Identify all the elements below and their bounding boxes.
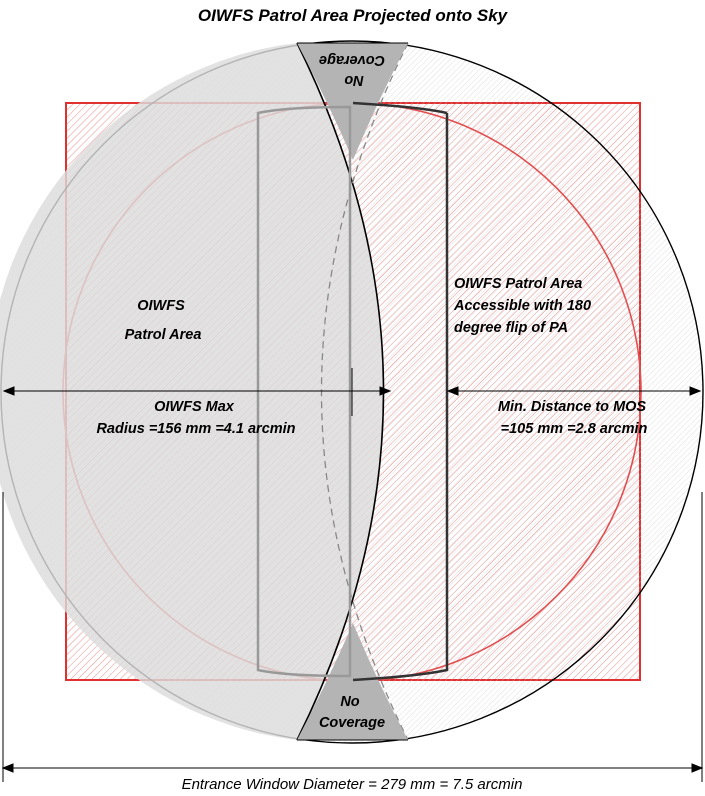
- no-coverage-top-region: [297, 42, 408, 160]
- min-distance-label: Min. Distance to MOS =105 mm =2.8 arcmin: [498, 399, 650, 437]
- no-coverage-top-line-1: No: [344, 72, 363, 88]
- flip-area-line-2: Accessible with 180: [453, 298, 591, 314]
- no-coverage-top-line-2: Coverage: [319, 52, 385, 68]
- entrance-window-arrow: [1, 492, 704, 782]
- patrol-area-label: OIWFS Patrol Area: [125, 298, 202, 343]
- probe-outline-right: [352, 101, 449, 682]
- diagram-title: OIWFS Patrol Area Projected onto Sky: [197, 6, 508, 25]
- patrol-area-line-1: OIWFS: [137, 298, 185, 314]
- no-coverage-bottom-line-1: No: [340, 694, 359, 710]
- max-radius-line-2: Radius =156 mm =4.1 arcmin: [96, 421, 295, 437]
- no-coverage-top-label: No Coverage: [319, 52, 385, 88]
- max-radius-arrow: [2, 368, 392, 416]
- min-distance-line-2: =105 mm =2.8 arcmin: [501, 421, 648, 437]
- svg-text:No Coverage: No Coverage: [319, 52, 385, 88]
- max-radius-line-1: OIWFS Max: [154, 399, 235, 415]
- flip-arc-dashed: [320, 42, 409, 741]
- flip-area-line-3: degree flip of PA: [454, 320, 568, 336]
- no-coverage-bottom-region: [297, 623, 408, 741]
- flip-area-line-1: OIWFS Patrol Area: [454, 276, 582, 292]
- flip-area-label: OIWFS Patrol Area Accessible with 180 de…: [453, 276, 595, 336]
- min-distance-arrow: [446, 386, 702, 396]
- no-coverage-bottom-label: No Coverage: [319, 694, 385, 731]
- entrance-window-label: Entrance Window Diameter = 279 mm = 7.5 …: [182, 776, 523, 793]
- min-distance-line-1: Min. Distance to MOS: [498, 399, 647, 415]
- patrol-area-line-2: Patrol Area: [125, 327, 202, 343]
- max-radius-label: OIWFS Max Radius =156 mm =4.1 arcmin: [96, 399, 295, 437]
- no-coverage-bottom-line-2: Coverage: [319, 715, 385, 731]
- probe-outline-left: [256, 105, 352, 678]
